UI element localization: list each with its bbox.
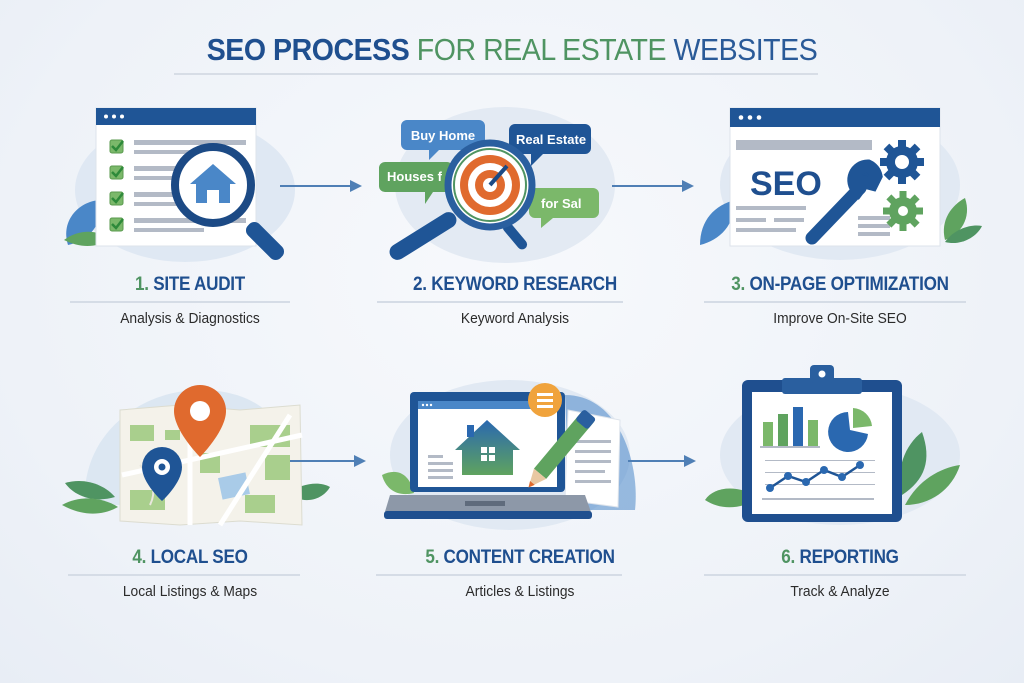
step-heading: 1. SITE AUDIT [135, 274, 245, 295]
step-divider [70, 301, 290, 303]
step-heading: 2. KEYWORD RESEARCH [413, 274, 617, 295]
step-divider [377, 301, 623, 303]
page-title: SEO PROCESS FOR REAL ESTATE WEBSITES [41, 32, 983, 68]
title-part-3: WEBSITES [673, 32, 818, 67]
arrow-right-icon [280, 180, 362, 192]
step-heading: 3. ON-PAGE OPTIMIZATION [731, 274, 949, 295]
svg-text:for Sal: for Sal [541, 196, 581, 211]
step-heading: 6. REPORTING [781, 547, 899, 568]
svg-text:Buy Home: Buy Home [411, 128, 475, 143]
step-divider [68, 574, 300, 576]
laptop-pencil-document-icon [382, 380, 636, 530]
step-subtitle: Articles & Listings [465, 583, 575, 600]
arrow-right-icon [290, 455, 366, 467]
step-divider [376, 574, 622, 576]
title-divider [174, 73, 818, 75]
title-part-1: SEO PROCESS [206, 32, 410, 67]
map-pins-icon [62, 385, 330, 527]
step-divider [704, 301, 966, 303]
arrow-right-icon [612, 180, 694, 192]
arrow-right-icon [628, 455, 696, 467]
step-subtitle: Analysis & Diagnostics [120, 310, 260, 327]
svg-text:Houses f: Houses f [387, 169, 443, 184]
browser-checklist-magnifier-house-icon [64, 107, 295, 262]
browser-seo-wrench-gears-icon: SEO [700, 107, 982, 260]
svg-text:Real Estate: Real Estate [516, 132, 586, 147]
step-subtitle: Local Listings & Maps [122, 583, 258, 600]
step-subtitle: Track & Analyze [790, 583, 890, 600]
step-heading: 5. CONTENT CREATION [425, 547, 615, 568]
magnifier-target-keywords-icon: Buy Home Real Estate Houses f for Sal [379, 107, 615, 263]
step-subtitle: Keyword Analysis [460, 310, 570, 327]
step-divider [704, 574, 966, 576]
clipboard-charts-icon [705, 365, 960, 525]
svg-text:SEO: SEO [750, 165, 822, 203]
title-part-2: FOR REAL ESTATE [416, 32, 667, 67]
step-heading: 4. LOCAL SEO [132, 547, 248, 568]
step-subtitle: Improve On-Site SEO [773, 310, 907, 327]
